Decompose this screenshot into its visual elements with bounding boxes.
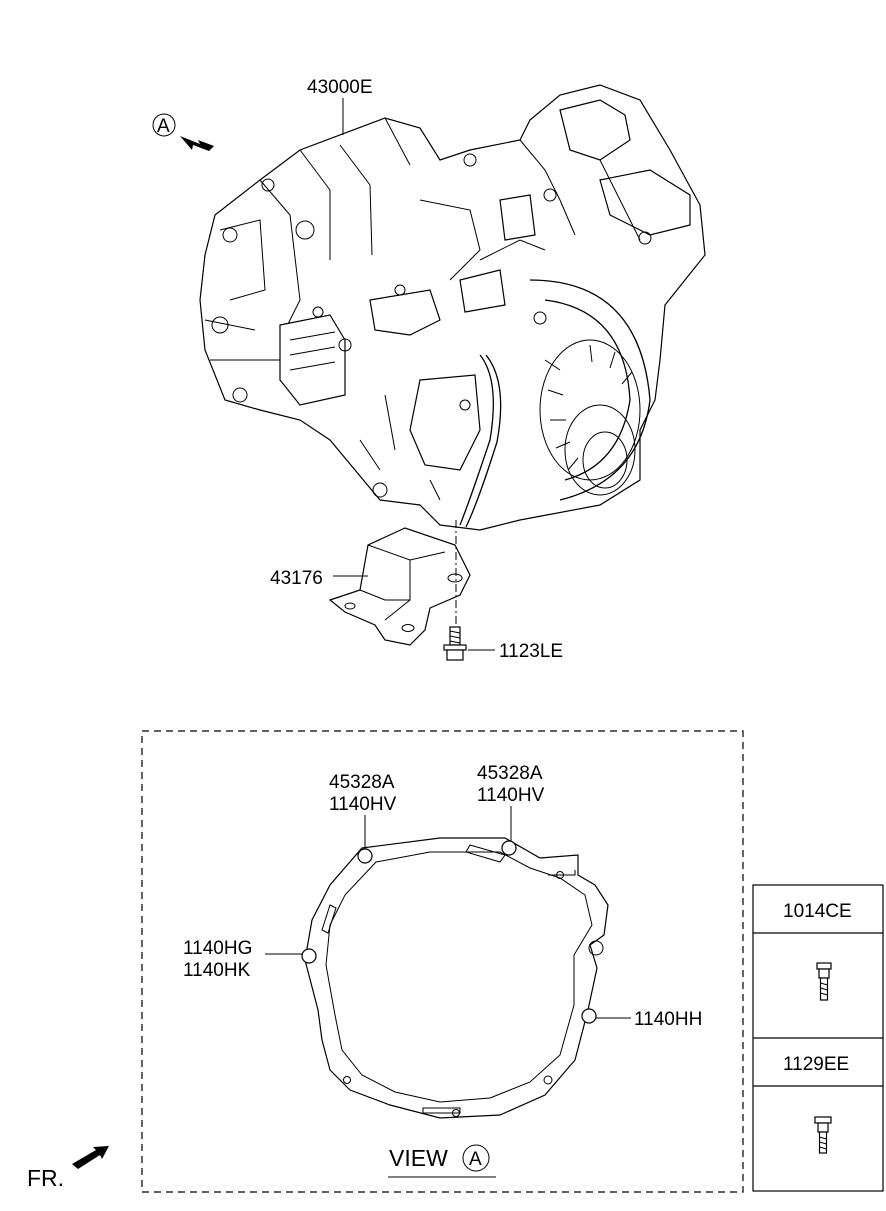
view-caption-circle (462, 1144, 490, 1172)
legend-code-2: 1129EE (783, 1054, 849, 1075)
hex-bolt-icon (814, 1116, 832, 1154)
view-a-frame (141, 730, 744, 1193)
flange-bolt-icon (816, 962, 832, 1001)
mounting-bracket-drawing (328, 527, 471, 646)
callout-43000E: 43000E (307, 77, 373, 98)
view-caption-letter: A (469, 1149, 482, 1170)
callout-1140HV-left: 1140HV (329, 794, 397, 815)
view-a-marker: A (152, 113, 214, 151)
housing-gasket-drawing (301, 837, 609, 1119)
direction-arrow-icon (180, 136, 214, 151)
front-arrow-icon (72, 1146, 109, 1169)
callout-1140HG: 1140HG (183, 938, 252, 959)
callout-45328A-left: 45328A (329, 772, 395, 793)
transmission-assembly-drawing (199, 84, 706, 531)
view-a-marker-letter: A (157, 116, 170, 137)
front-orientation-label: FR. (27, 1165, 64, 1191)
callout-45328A-right: 45328A (477, 763, 543, 784)
callout-1140HK: 1140HK (183, 960, 251, 981)
callout-1123LE: 1123LE (499, 641, 563, 662)
view-caption: VIEW (389, 1145, 448, 1171)
callout-1140HV-right: 1140HV (477, 785, 545, 806)
callout-1140HH: 1140HH (634, 1009, 702, 1030)
legend-code-1: 1014CE (783, 901, 852, 922)
bracket-bolt-drawing (443, 626, 467, 661)
callout-43176: 43176 (270, 568, 323, 589)
legend-table (752, 884, 884, 1192)
